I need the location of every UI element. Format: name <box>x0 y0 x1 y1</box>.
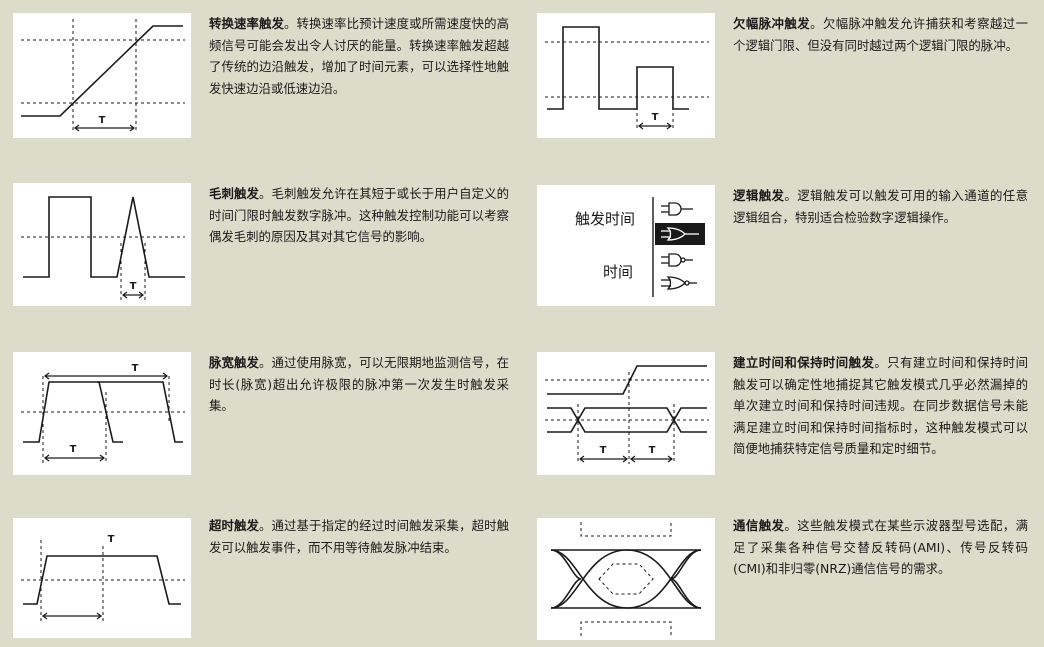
pulse-width-diagram: T T <box>13 352 191 475</box>
glitch-diagram: T <box>13 183 191 306</box>
communication-eye-diagram <box>537 518 715 640</box>
pulse-width-description: 脉宽触发。通过使用脉宽，可以无限期地监测信号，在时长(脉宽)超出允许极限的脉冲第… <box>209 355 510 413</box>
and-gate-icon <box>661 202 693 216</box>
logic-title: 逻辑触发 <box>733 188 785 203</box>
glitch-t-label: T <box>130 281 137 292</box>
setup-hold-title: 建立时间和保持时间触发 <box>733 355 875 370</box>
timeout-title: 超时触发 <box>209 518 260 533</box>
runt-description: 欠幅脉冲触发。欠幅脉冲触发允许捕获和考察越过一个逻辑门限、但没有同时越过两个逻辑… <box>733 16 1029 53</box>
runt-pulse-diagram: T <box>537 13 715 138</box>
logic-diagram: 触发时间 时间 <box>537 185 715 306</box>
timeout-diagram: T <box>13 518 191 638</box>
setup-t-label: T <box>600 445 607 456</box>
slew-rate-body: 转换速率比预计速度或所需速度快的高频信号可能会发出令人讨厌的能量。转换速率触发超… <box>209 16 510 96</box>
pulse-width-title: 脉宽触发 <box>209 355 260 370</box>
or-gate-icon <box>661 227 699 241</box>
hold-t-label: T <box>649 445 656 456</box>
logic-description: 逻辑触发。逻辑触发可以触发可用的输入通道的任意逻辑组合，特别适合检验数字逻辑操作… <box>733 188 1029 225</box>
pulse-width-t-bottom: T <box>70 444 77 455</box>
logic-body: 逻辑触发可以触发可用的输入通道的任意逻辑组合，特别适合检验数字逻辑操作。 <box>733 188 1029 225</box>
slew-rate-title: 转换速率触发 <box>209 16 285 31</box>
slew-rate-diagram: T <box>13 13 191 138</box>
logic-time-label: 时间 <box>603 263 633 281</box>
pulse-width-body: 通过使用脉宽，可以无限期地监测信号，在时长(脉宽)超出允许极限的脉冲第一次发生时… <box>209 355 510 413</box>
glitch-title: 毛刺触发 <box>209 186 260 201</box>
glitch-description: 毛刺触发。毛刺触发允许在其短于或长于用户自定义的时间门限时触发数字脉冲。这种触发… <box>209 186 510 244</box>
communication-body: 这些触发模式在某些示波器型号选配，满足了采集各种信号交替反转码(AMI)、传号反… <box>733 518 1029 576</box>
communication-description: 通信触发。这些触发模式在某些示波器型号选配，满足了采集各种信号交替反转码(AMI… <box>733 518 1029 576</box>
pulse-width-t-top: T <box>132 363 139 374</box>
nand-gate-icon <box>661 253 693 267</box>
timeout-t-label: T <box>108 534 115 545</box>
setup-hold-body: 只有建立时间和保持时间触发可以确定性地捕捉其它触发模式几乎必然漏掉的单次建立时间… <box>733 355 1029 456</box>
runt-body: 欠幅脉冲触发允许捕获和考察越过一个逻辑门限、但没有同时越过两个逻辑门限的脉冲。 <box>733 16 1029 53</box>
runt-title: 欠幅脉冲触发 <box>733 16 811 31</box>
runt-t-label: T <box>652 112 659 123</box>
communication-title: 通信触发 <box>733 518 785 533</box>
nor-gate-icon <box>661 276 697 290</box>
glitch-body: 毛刺触发允许在其短于或长于用户自定义的时间门限时触发数字脉冲。这种触发控制功能可… <box>209 186 510 244</box>
setup-hold-diagram: T T <box>537 352 715 475</box>
setup-hold-description: 建立时间和保持时间触发。只有建立时间和保持时间触发可以确定性地捕捉其它触发模式几… <box>733 355 1029 456</box>
slew-t-label: T <box>99 115 106 126</box>
logic-selected-highlight <box>655 223 705 245</box>
logic-trigger-time-label: 触发时间 <box>575 210 635 228</box>
slew-rate-description: 转换速率触发。转换速率比预计速度或所需速度快的高频信号可能会发出令人讨厌的能量。… <box>209 16 510 96</box>
timeout-description: 超时触发。通过基于指定的经过时间触发采集，超时触发可以触发事件，而不用等待触发脉… <box>209 518 510 555</box>
timeout-body: 通过基于指定的经过时间触发采集，超时触发可以触发事件，而不用等待触发脉冲结束。 <box>209 518 510 555</box>
